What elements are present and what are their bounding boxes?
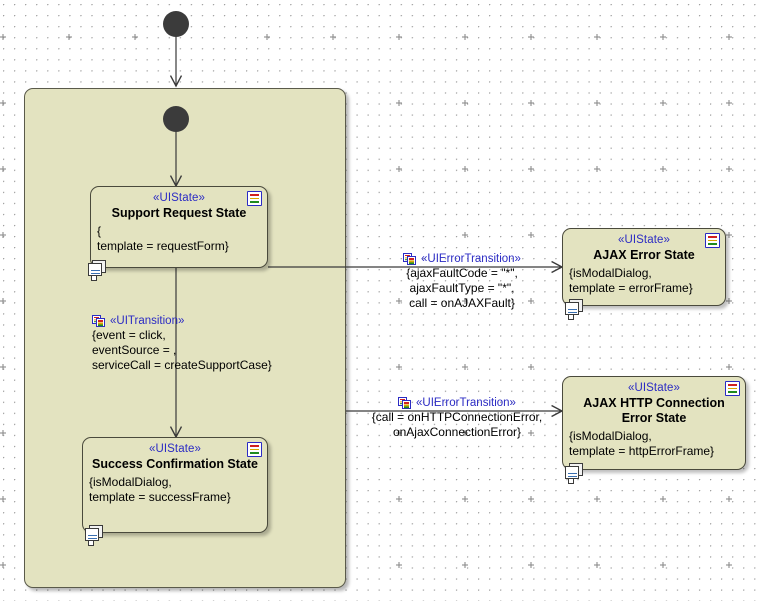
outer-initial-state[interactable] xyxy=(163,11,189,37)
transition-body: {call = onHTTPConnectionError, onAjaxCon… xyxy=(371,410,543,439)
diagram-icon-ajax-error[interactable] xyxy=(565,299,584,320)
transition-label-http-connection-error[interactable]: «UIErrorTransition» {call = onHTTPConnec… xyxy=(355,396,559,440)
properties-badge-icon xyxy=(247,442,262,457)
stereotype-icon xyxy=(398,396,412,410)
state-name: Support Request State xyxy=(111,206,247,220)
state-body: {isModalDialog, template = errorFrame} xyxy=(569,266,693,295)
transition-stereotype: «UITransition» xyxy=(110,315,185,327)
stereotype-icon xyxy=(92,314,106,328)
transition-label-ajax-fault[interactable]: «UIErrorTransition» {ajaxFaultCode = "*"… xyxy=(382,252,542,311)
transition-label-ui-transition[interactable]: «UITransition» {event = click, eventSour… xyxy=(92,314,272,373)
transition-body: {event = click, eventSource = , serviceC… xyxy=(92,328,272,372)
state-stereotype: «UIState» xyxy=(152,192,206,204)
state-stereotype: «UIState» xyxy=(148,443,202,455)
state-success-confirmation[interactable]: «UIState» Success Confirmation State {is… xyxy=(82,437,268,533)
state-support-request[interactable]: «UIState» Support Request State { templa… xyxy=(90,186,268,268)
state-name: Success Confirmation State xyxy=(91,457,258,471)
diagram-icon-success-confirmation[interactable] xyxy=(85,525,104,546)
state-stereotype: «UIState» xyxy=(627,382,681,394)
stereotype-icon xyxy=(403,252,417,266)
state-name: AJAX Error State xyxy=(593,248,695,262)
transition-stereotype: «UIErrorTransition» xyxy=(416,397,516,409)
inner-initial-state[interactable] xyxy=(163,106,189,132)
properties-badge-icon xyxy=(247,191,262,206)
diagram-icon-support-request[interactable] xyxy=(88,260,107,281)
properties-badge-icon xyxy=(705,233,720,248)
transition-stereotype: «UIErrorTransition» xyxy=(421,253,521,265)
state-ajax-http-connection-error[interactable]: «UIState» AJAX HTTP Connection Error Sta… xyxy=(562,376,746,470)
state-body: { template = requestForm} xyxy=(97,224,229,253)
state-body: {isModalDialog, template = successFrame} xyxy=(89,475,231,504)
state-ajax-error[interactable]: «UIState» AJAX Error State {isModalDialo… xyxy=(562,228,726,306)
properties-badge-icon xyxy=(725,381,740,396)
diagram-icon-ajax-http-error[interactable] xyxy=(565,463,584,484)
transition-body: {ajaxFaultCode = "*", ajaxFaultType = "*… xyxy=(406,266,518,310)
state-name: AJAX HTTP Connection Error State xyxy=(583,396,725,425)
state-stereotype: «UIState» xyxy=(617,234,671,246)
state-body: {isModalDialog, template = httpErrorFram… xyxy=(569,429,715,458)
